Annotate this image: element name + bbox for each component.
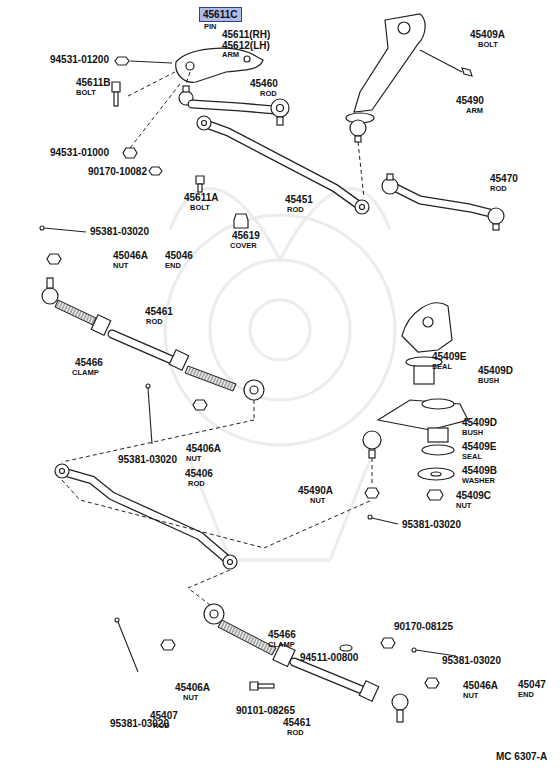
part-number: 94531-01000 bbox=[50, 148, 109, 158]
rod-assembly bbox=[382, 174, 504, 230]
part-number: 45461 bbox=[283, 718, 311, 728]
part-number: 90170-10082 bbox=[88, 167, 147, 177]
part-name: NUT bbox=[186, 455, 201, 463]
part-number: 45466 bbox=[268, 630, 296, 640]
bolt-cover bbox=[40, 176, 248, 232]
watermark bbox=[165, 189, 395, 560]
part-number: 45409D bbox=[478, 366, 513, 376]
part-number: 45611A bbox=[184, 193, 218, 203]
part-number: 45046A bbox=[113, 251, 148, 261]
part-name: BOLT bbox=[76, 89, 96, 97]
relay-rod bbox=[197, 116, 369, 214]
part-number: 45046A bbox=[463, 681, 498, 691]
part-name: NUT bbox=[183, 694, 198, 702]
part-number: 45407 bbox=[150, 711, 178, 721]
part-number: 45409E bbox=[462, 442, 496, 452]
part-number: 45406A bbox=[186, 444, 221, 454]
part-name: PIN bbox=[204, 23, 217, 31]
part-number: 90170-08125 bbox=[394, 622, 453, 632]
part-number: 45406A bbox=[175, 683, 210, 693]
part-number: 95381-03020 bbox=[442, 656, 501, 666]
highlight-box: 45611C bbox=[199, 7, 242, 22]
pitman-arm bbox=[346, 14, 472, 198]
part-name: ROD bbox=[287, 729, 304, 737]
part-number: 45611C bbox=[203, 10, 238, 20]
part-name: END bbox=[165, 262, 181, 270]
part-name: BOLT bbox=[478, 41, 498, 49]
part-number: 45470 bbox=[490, 174, 518, 184]
part-name: SEAL bbox=[432, 363, 452, 371]
part-number: 94511-00800 bbox=[300, 653, 358, 663]
part-name: WASHER bbox=[462, 477, 495, 485]
part-number: 90101-08265 bbox=[236, 706, 295, 716]
part-number: 94531-01200 bbox=[50, 55, 109, 65]
part-name: ROD bbox=[490, 185, 507, 193]
part-number: 45466 bbox=[75, 358, 103, 368]
part-name: CLAMP bbox=[268, 641, 295, 649]
part-number: 45409D bbox=[462, 418, 497, 428]
part-name: NUT bbox=[456, 502, 471, 510]
part-number: 45451 bbox=[285, 195, 313, 205]
part-number: 45611(RH) bbox=[222, 30, 270, 40]
part-name: BUSH bbox=[478, 377, 499, 385]
part-number: 45409E bbox=[432, 352, 466, 362]
part-name: NUT bbox=[310, 497, 325, 505]
part-name: END bbox=[518, 691, 534, 699]
tie-rod-assembly bbox=[42, 254, 264, 444]
part-name: NUT bbox=[463, 692, 478, 700]
part-name: ARM bbox=[222, 51, 239, 59]
rod-assembly bbox=[179, 86, 289, 125]
part-name: ROD bbox=[153, 722, 170, 730]
part-number: 45461 bbox=[145, 307, 173, 317]
part-number: 95381-03020 bbox=[118, 455, 177, 465]
part-name: ROD bbox=[146, 318, 163, 326]
part-name: ROD bbox=[188, 480, 205, 488]
part-name: COVER bbox=[230, 242, 257, 250]
part-number: MC 6307-A bbox=[496, 752, 547, 762]
idler-arm-assembly bbox=[363, 303, 468, 524]
part-name: ROD bbox=[287, 206, 304, 214]
tie-rod-assembly bbox=[115, 604, 456, 722]
part-number: 45409C bbox=[456, 491, 491, 501]
part-name: NUT bbox=[113, 262, 128, 270]
part-name: SEAL bbox=[462, 453, 482, 461]
part-number: 45619 bbox=[232, 231, 260, 241]
nut-bolt bbox=[112, 57, 180, 175]
part-number: 45460 bbox=[250, 79, 278, 89]
part-name: CLAMP bbox=[72, 369, 99, 377]
part-number: 95381-03020 bbox=[402, 520, 461, 530]
part-number: 45611B bbox=[76, 78, 110, 88]
part-number: 45047 bbox=[518, 680, 546, 690]
part-number: 95381-03020 bbox=[90, 227, 149, 237]
part-name: ARM bbox=[466, 107, 483, 115]
part-number: 45612(LH) bbox=[222, 41, 270, 51]
part-number: 45409A bbox=[470, 30, 505, 40]
part-number: 45409B bbox=[462, 466, 497, 476]
part-name: ROD bbox=[260, 90, 277, 98]
part-number: 45406 bbox=[185, 469, 213, 479]
part-number: 45490 bbox=[456, 96, 484, 106]
part-number: 45490A bbox=[298, 486, 333, 496]
part-number: 45046 bbox=[165, 251, 193, 261]
part-name: BUSH bbox=[462, 429, 483, 437]
center-link bbox=[55, 420, 372, 605]
part-name: BOLT bbox=[190, 204, 210, 212]
